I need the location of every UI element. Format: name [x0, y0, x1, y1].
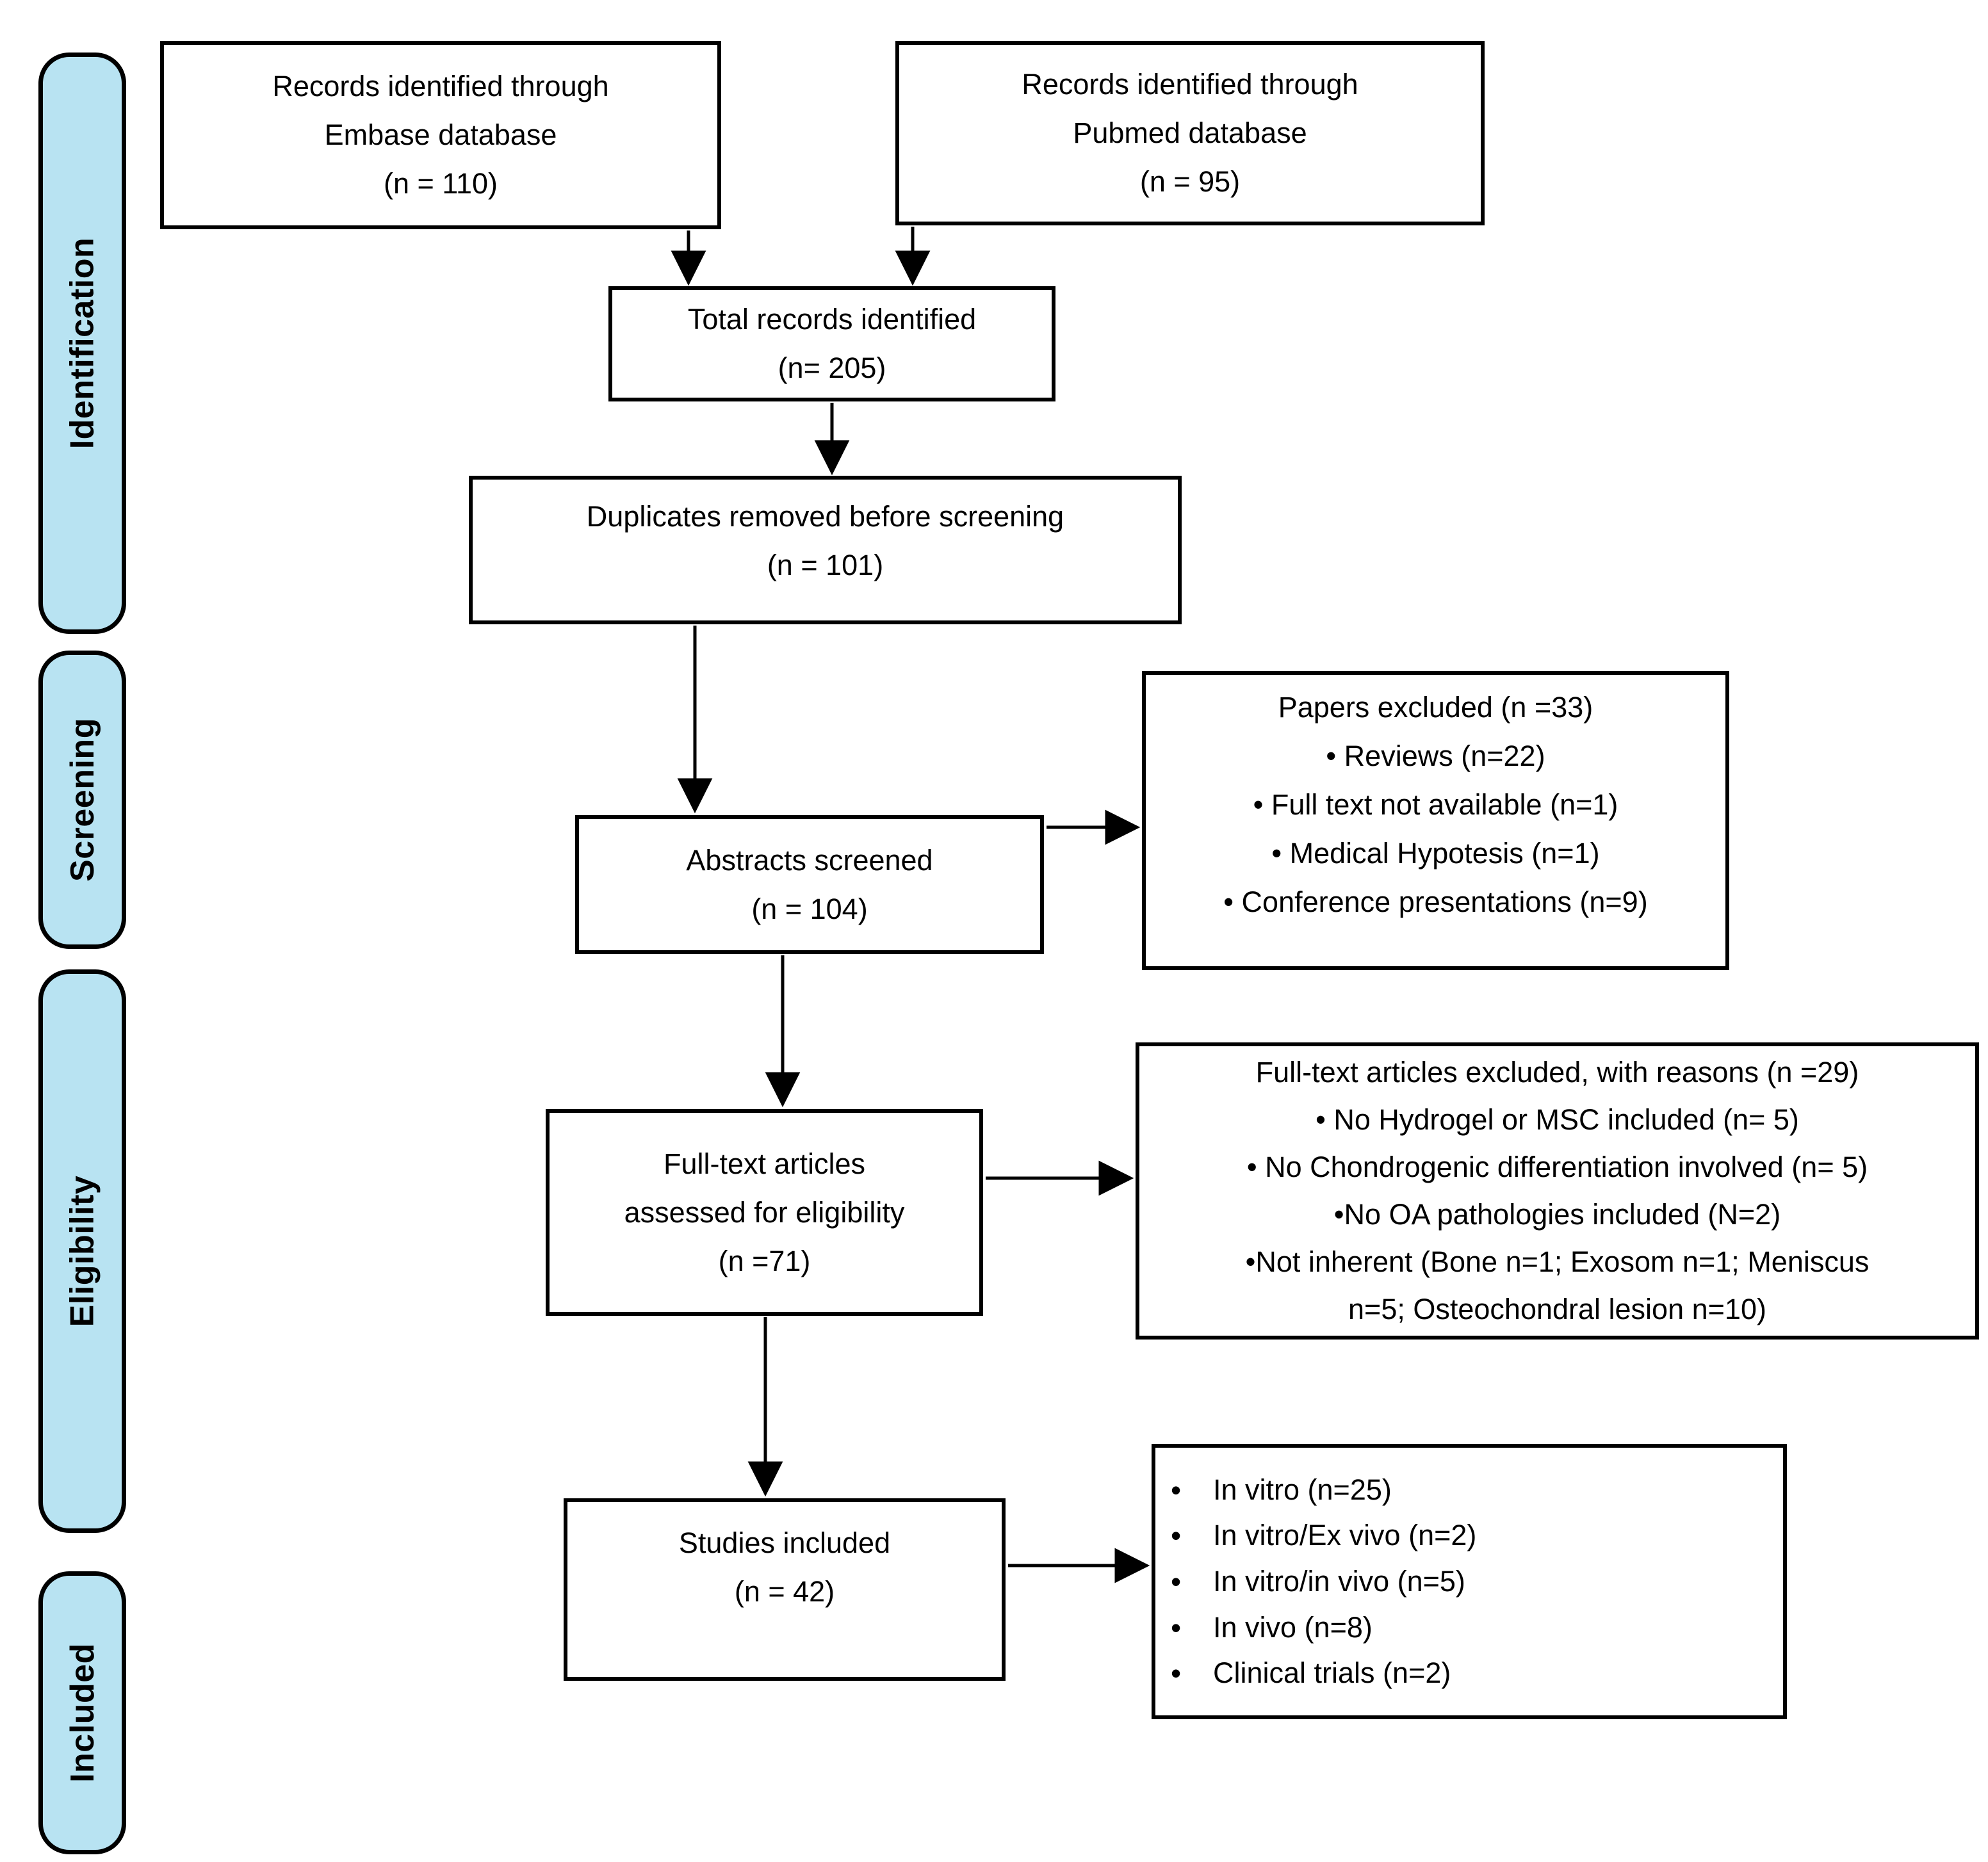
box-line: (n = 95) — [1139, 165, 1241, 198]
box-line: (n = 42) — [734, 1575, 835, 1608]
list-item-label: In vitro/Ex vivo (n=2) — [1213, 1519, 1477, 1552]
box-line: • No Hydrogel or MSC included (n= 5) — [1316, 1103, 1799, 1136]
box-line: Embase database — [324, 118, 557, 151]
box-line: • Reviews (n=22) — [1326, 739, 1545, 772]
box-line: n=5; Osteochondral lesion n=10) — [1348, 1293, 1766, 1325]
box-line: (n =71) — [718, 1244, 811, 1277]
list-item-label: In vivo (n=8) — [1213, 1610, 1373, 1644]
list-item: • In vitro/Ex vivo (n=2) — [1171, 1513, 1770, 1559]
box-line: Abstracts screened — [686, 843, 933, 877]
box-line: Records identified through — [272, 70, 609, 102]
box-line: • Conference presentations (n=9) — [1223, 885, 1648, 918]
box-line: • Medical Hypotesis (n=1) — [1271, 836, 1600, 870]
records-pubmed-box: Records identified through Pubmed databa… — [895, 41, 1485, 225]
list-item-label: Clinical trials (n=2) — [1213, 1656, 1451, 1690]
box-line: (n = 104) — [751, 892, 868, 925]
stage-label-eligibility: Eligibility — [63, 1175, 101, 1327]
box-line: Full-text articles excluded, with reason… — [1255, 1056, 1859, 1089]
box-line: • Full text not available (n=1) — [1253, 788, 1618, 821]
included-studies-list-box: • In vitro (n=25) • In vitro/Ex vivo (n=… — [1152, 1444, 1787, 1719]
box-line: Records identified through — [1022, 68, 1358, 101]
box-line: Pubmed database — [1073, 117, 1307, 149]
fulltext-excluded-box: Full-text articles excluded, with reason… — [1136, 1042, 1979, 1340]
abstracts-screened-box: Abstracts screened (n = 104) — [575, 815, 1044, 954]
stage-bar-identification: Identification — [38, 53, 126, 634]
records-embase-box: Records identified through Embase databa… — [160, 41, 721, 229]
bullet-icon: • — [1171, 1519, 1182, 1553]
list-item-label: In vitro/in vivo (n=5) — [1213, 1565, 1465, 1598]
bullet-icon: • — [1171, 1565, 1182, 1598]
list-item-label: In vitro (n=25) — [1213, 1473, 1392, 1506]
papers-excluded-box: Papers excluded (n =33) • Reviews (n=22)… — [1142, 671, 1729, 970]
box-line: •No OA pathologies included (N=2) — [1333, 1198, 1781, 1231]
stage-bar-screening: Screening — [38, 651, 126, 949]
bullet-icon: • — [1171, 1610, 1182, 1644]
box-line: Total records identified — [687, 303, 977, 336]
stage-label-identification: Identification — [63, 237, 101, 449]
duplicates-removed-box: Duplicates removed before screening (n =… — [469, 476, 1182, 624]
bullet-icon: • — [1171, 1656, 1182, 1690]
fulltext-assessed-box: Full-text articles assessed for eligibil… — [546, 1109, 983, 1316]
box-line: Papers excluded (n =33) — [1278, 690, 1593, 724]
box-line: (n= 205) — [778, 352, 886, 384]
studies-included-box: Studies included (n = 42) — [564, 1498, 1006, 1681]
stage-label-included: Included — [63, 1643, 101, 1783]
list-item: • In vitro (n=25) — [1171, 1467, 1770, 1513]
box-line: Full-text articles — [663, 1147, 866, 1180]
box-line: • No Chondrogenic differentiation involv… — [1246, 1151, 1868, 1183]
box-line: assessed for eligibility — [624, 1195, 905, 1229]
stage-bar-included: Included — [38, 1571, 126, 1854]
box-line: (n = 101) — [767, 549, 884, 581]
box-line: (n = 110) — [383, 167, 498, 200]
box-line: •Not inherent (Bone n=1; Exosom n=1; Men… — [1245, 1245, 1870, 1278]
stage-label-screening: Screening — [63, 718, 101, 882]
stage-bar-eligibility: Eligibility — [38, 969, 126, 1533]
box-line: Duplicates removed before screening — [586, 500, 1064, 533]
total-records-box: Total records identified (n= 205) — [608, 286, 1055, 401]
box-line: Studies included — [678, 1526, 891, 1559]
bullet-icon: • — [1171, 1473, 1182, 1507]
list-item: • In vitro/in vivo (n=5) — [1171, 1558, 1770, 1605]
list-item: • In vivo (n=8) — [1171, 1605, 1770, 1651]
list-item: • Clinical trials (n=2) — [1171, 1650, 1770, 1696]
